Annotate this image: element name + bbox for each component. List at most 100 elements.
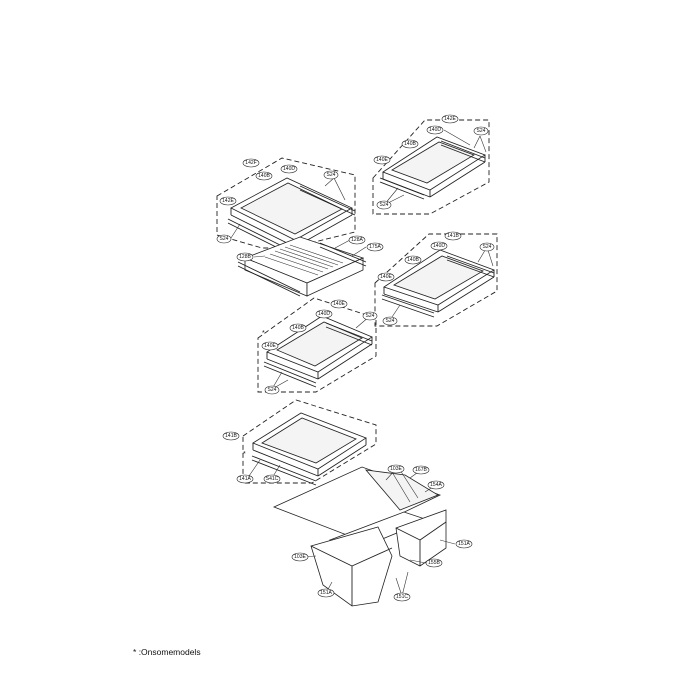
- svg-text:154A: 154A: [430, 482, 442, 488]
- svg-text:S41C: S41C: [266, 476, 279, 482]
- drawer-rail: [237, 261, 301, 293]
- svg-text:140E: 140E: [376, 157, 388, 163]
- group-boundary: [216, 157, 356, 249]
- callout-128b: 128B: [236, 252, 254, 262]
- shelf-assembly-middle-right: 141B 140D 140B S24 140E S24: [374, 231, 498, 327]
- svg-text:S24: S24: [366, 313, 375, 319]
- svg-text:140E: 140E: [333, 301, 345, 307]
- svg-text:141B: 141B: [447, 233, 459, 239]
- leader-line: [351, 246, 367, 257]
- footnote: * :Onsomemodels: [133, 647, 201, 657]
- callout-s24: S24: [382, 316, 398, 326]
- svg-text:140D: 140D: [433, 243, 445, 249]
- shelf-assembly-middle-optional: * 140E 140D S24 140B 140E S24: [257, 297, 378, 395]
- svg-text:175A: 175A: [369, 244, 381, 250]
- callout-140b: 140B: [255, 171, 273, 181]
- drawer-rail: [319, 242, 367, 263]
- svg-text:142E: 142E: [222, 198, 234, 204]
- callout-155b: 155B: [425, 558, 443, 568]
- rail-left: [379, 181, 425, 200]
- callout-140d: 140D: [280, 164, 298, 174]
- rail-right: [446, 259, 495, 278]
- leader-line: [401, 571, 409, 597]
- svg-text:141A: 141A: [239, 476, 251, 482]
- callout-154a: 154A: [427, 480, 445, 490]
- callout-103e: 103E: [387, 464, 405, 474]
- callout-142e: 142E: [441, 114, 459, 124]
- svg-text:140D: 140D: [318, 311, 330, 317]
- svg-text:155B: 155B: [428, 560, 440, 566]
- cover-divider: [399, 469, 419, 499]
- frame-edge: [266, 358, 319, 380]
- svg-text:S24: S24: [386, 318, 395, 324]
- callout-151a: 151A: [317, 588, 335, 598]
- callout-151c: 151C: [393, 592, 411, 602]
- group-boundary: [257, 297, 377, 393]
- group-boundary: [242, 399, 377, 484]
- footnote-text: :Onsomemodels: [138, 647, 201, 657]
- callout-142f: 142F: [242, 158, 260, 168]
- svg-text:151A: 151A: [320, 590, 332, 596]
- callout-140e: 140E: [330, 299, 348, 309]
- leader-line: [334, 239, 351, 249]
- footnote-symbol: *: [133, 647, 137, 657]
- frame-edge: [429, 161, 486, 198]
- rail-right: [440, 140, 486, 159]
- drawer-side: [306, 257, 364, 297]
- svg-text:140E: 140E: [264, 343, 276, 349]
- callout-167b: 167B: [412, 465, 430, 475]
- svg-text:S24: S24: [327, 172, 336, 178]
- callout-140e: 140E: [261, 341, 279, 351]
- rail-left: [263, 365, 317, 388]
- bin-edge: [310, 545, 353, 567]
- svg-text:140B: 140B: [407, 257, 419, 263]
- drawer-rail: [319, 246, 367, 267]
- group-boundary: [374, 233, 498, 327]
- crisper-bin-right: [395, 509, 447, 567]
- rail-left: [251, 455, 317, 482]
- callout-140d: 140D: [315, 309, 333, 319]
- leader-line: [409, 559, 427, 564]
- cover-divider: [391, 471, 411, 503]
- leader-line: [324, 177, 335, 187]
- callout-s24: S24: [264, 385, 280, 395]
- callout-s24: S24: [216, 234, 232, 244]
- callout-s24: S24: [323, 170, 339, 180]
- callout-142e: 142E: [219, 196, 237, 206]
- svg-text:151C: 151C: [396, 594, 408, 600]
- rail-left: [263, 361, 317, 384]
- callout-s24: S24: [473, 126, 489, 136]
- svg-text:103E: 103E: [294, 554, 306, 560]
- callout-141b: 141B: [222, 431, 240, 441]
- callout-140b: 140B: [289, 323, 307, 333]
- callout-140d: 140D: [426, 125, 444, 135]
- bin-edge: [419, 521, 447, 541]
- leader-line: [230, 223, 241, 239]
- callout-140e: 140E: [377, 272, 395, 282]
- callout-103e: 103E: [291, 552, 309, 562]
- svg-text:167B: 167B: [415, 467, 427, 473]
- callout-s24: S24: [376, 200, 392, 210]
- svg-text:140B: 140B: [292, 325, 304, 331]
- leader-line: [443, 129, 471, 146]
- svg-text:140B: 140B: [404, 141, 416, 147]
- svg-text:140D: 140D: [429, 127, 441, 133]
- svg-text:140D: 140D: [283, 166, 295, 172]
- svg-text:S24: S24: [268, 387, 277, 393]
- rail-right: [299, 189, 356, 216]
- shelf-assembly-lower-optional: * 141B 141A S41C: [222, 399, 377, 486]
- rail-right: [299, 185, 356, 212]
- rail-right: [440, 144, 486, 163]
- frame-edge: [383, 293, 439, 313]
- rail-left: [251, 459, 317, 486]
- rail-right: [325, 326, 373, 346]
- group-boundary: [372, 119, 490, 215]
- crisper-assembly: 103E 167B 154A 151A 103E 155B 151C 151A: [272, 464, 473, 607]
- callout-140e: 140E: [373, 155, 391, 165]
- frame-edge: [317, 444, 367, 477]
- svg-text:141B: 141B: [225, 433, 237, 439]
- callout-140b: 140B: [404, 255, 422, 265]
- svg-text:140B: 140B: [258, 173, 270, 179]
- leader-line: [473, 135, 481, 149]
